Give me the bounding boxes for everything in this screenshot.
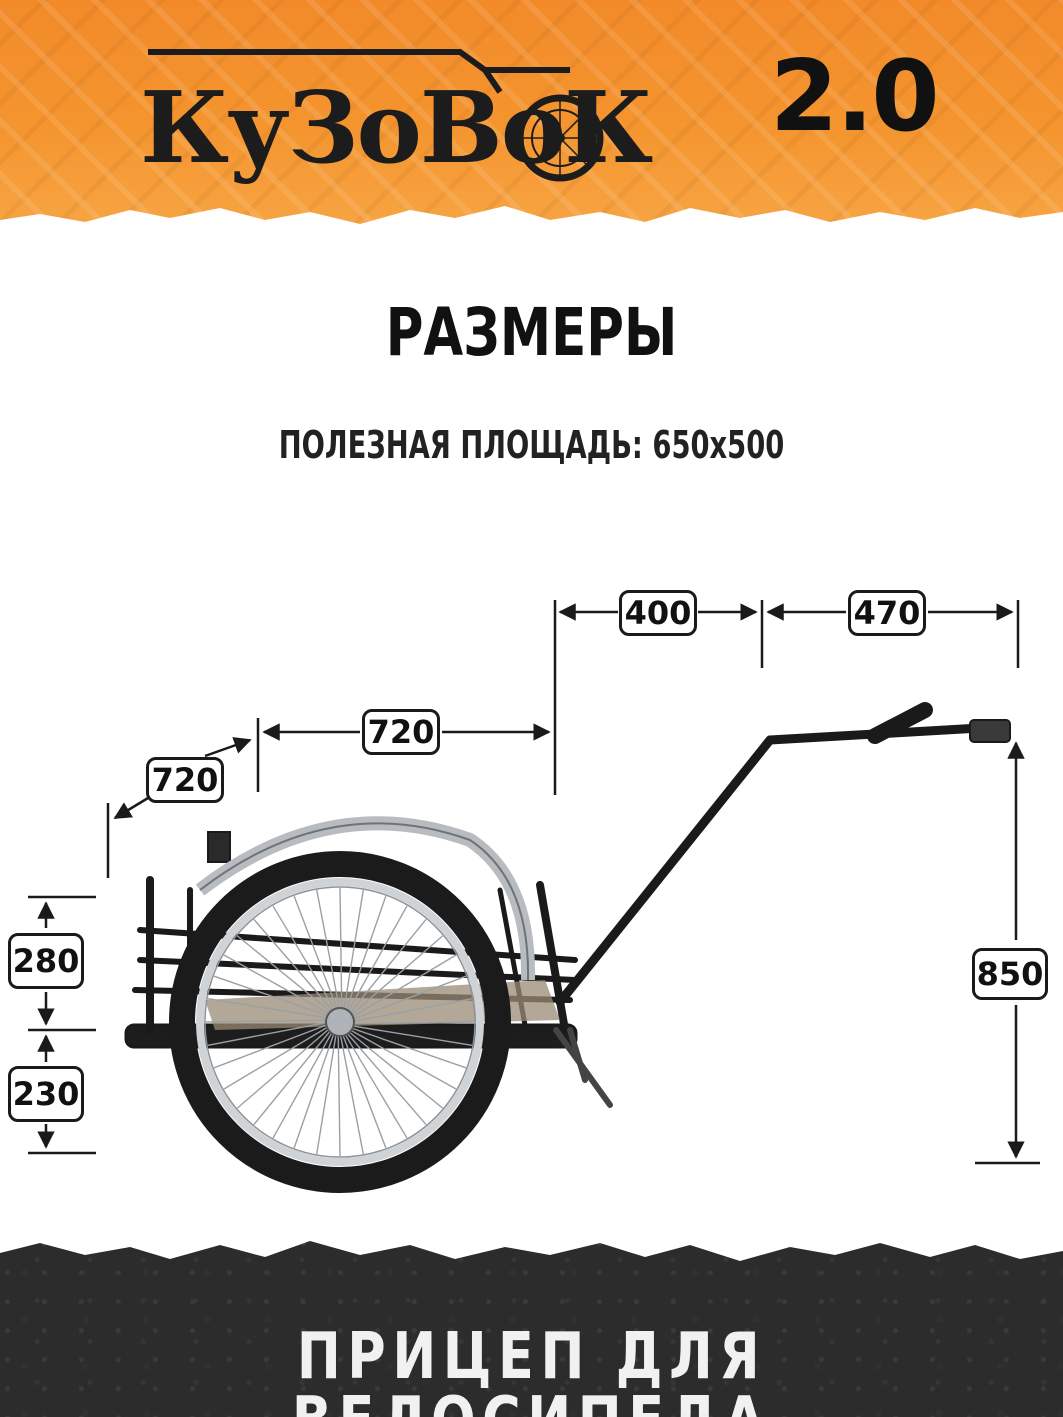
wheel-spoke [351, 998, 473, 1023]
wheel-spoke [339, 887, 343, 1011]
wheel-spoke [207, 998, 329, 1019]
dim-label-ground-clearance: 230 [8, 1066, 84, 1122]
kickstand [553, 1027, 613, 1108]
page-title: РАЗМЕРЫ [385, 294, 678, 371]
wheel-spoke [213, 975, 330, 1017]
wheel-spoke [205, 1019, 329, 1023]
trailer-illustration [28, 600, 1040, 1193]
footer-banner: ПРИЦЕП ДЛЯ ВЕЛОСИПЕДА [0, 1235, 1063, 1417]
asphalt-texture [0, 1235, 1063, 1417]
diamond-plate-texture [0, 0, 1063, 232]
footer-tagline: ПРИЦЕП ДЛЯ ВЕЛОСИПЕДА [292, 1320, 767, 1417]
usable-area-subtitle: ПОЛЕЗНАЯ ПЛОЩАДЬ: 650x500 [278, 423, 785, 467]
brand-logo: КуЗоВоК [140, 40, 700, 190]
wheel-spoke [349, 935, 444, 1017]
torn-edge-bottom [0, 206, 1063, 232]
logo-text: КуЗоВоК [140, 71, 653, 186]
header-banner: КуЗоВоК 2.0 [0, 0, 1063, 232]
wheel-spoke [213, 1023, 329, 1069]
wheel-spoke [341, 1033, 387, 1149]
wheel-spoke [253, 918, 335, 1013]
wheel-spoke [223, 1025, 330, 1090]
wheel-spoke [223, 954, 331, 1016]
wheel-spoke [350, 1027, 467, 1069]
wheel-spoke [236, 935, 333, 1014]
torn-edge-top [0, 1235, 1063, 1261]
wheel-spoke [343, 889, 364, 1011]
wheel-spoke [351, 975, 467, 1021]
drawbar [555, 702, 1011, 1007]
wheel-spoke [337, 1033, 341, 1157]
dim-label-side-height: 280 [8, 933, 84, 989]
wheel-spoke [351, 1025, 473, 1046]
wheel-spoke [351, 1021, 475, 1025]
wheel-spoke [316, 1033, 337, 1155]
wheel-spoke [293, 895, 339, 1011]
wheel-spoke [339, 1033, 364, 1155]
wheel-spoke [272, 1031, 334, 1139]
version-label: 2.0 [770, 40, 940, 154]
dim-label-hitch-height: 850 [972, 948, 1048, 1000]
wheel-spoke [293, 1032, 335, 1149]
wheel-spoke [253, 1029, 332, 1126]
wheel-spoke [343, 1032, 408, 1139]
wheel-spoke [347, 1030, 444, 1109]
wheel-spoke [316, 889, 341, 1011]
wheel-spoke [207, 1021, 329, 1046]
logo-cart-outline-icon [148, 49, 604, 182]
wheel [169, 851, 511, 1193]
dim-label-hitch-a: 400 [619, 590, 697, 636]
dim-label-length: 720 [362, 709, 440, 755]
wheel-spoke [349, 1028, 457, 1090]
wheel-spoke [346, 905, 408, 1013]
wheel-spoke [272, 905, 337, 1012]
wheel-spoke [345, 1031, 427, 1126]
trailer-diagram: 400 470 720 720 280 230 850 [0, 560, 1063, 1200]
dim-label-hitch-b: 470 [848, 590, 926, 636]
wheel-spoke [345, 895, 387, 1012]
dim-label-depth: 720 [146, 757, 224, 803]
wheel-spoke [350, 954, 457, 1019]
dimension-lines [28, 600, 1040, 1165]
wheel-spoke [348, 918, 427, 1015]
wheel-spoke [236, 1027, 331, 1109]
